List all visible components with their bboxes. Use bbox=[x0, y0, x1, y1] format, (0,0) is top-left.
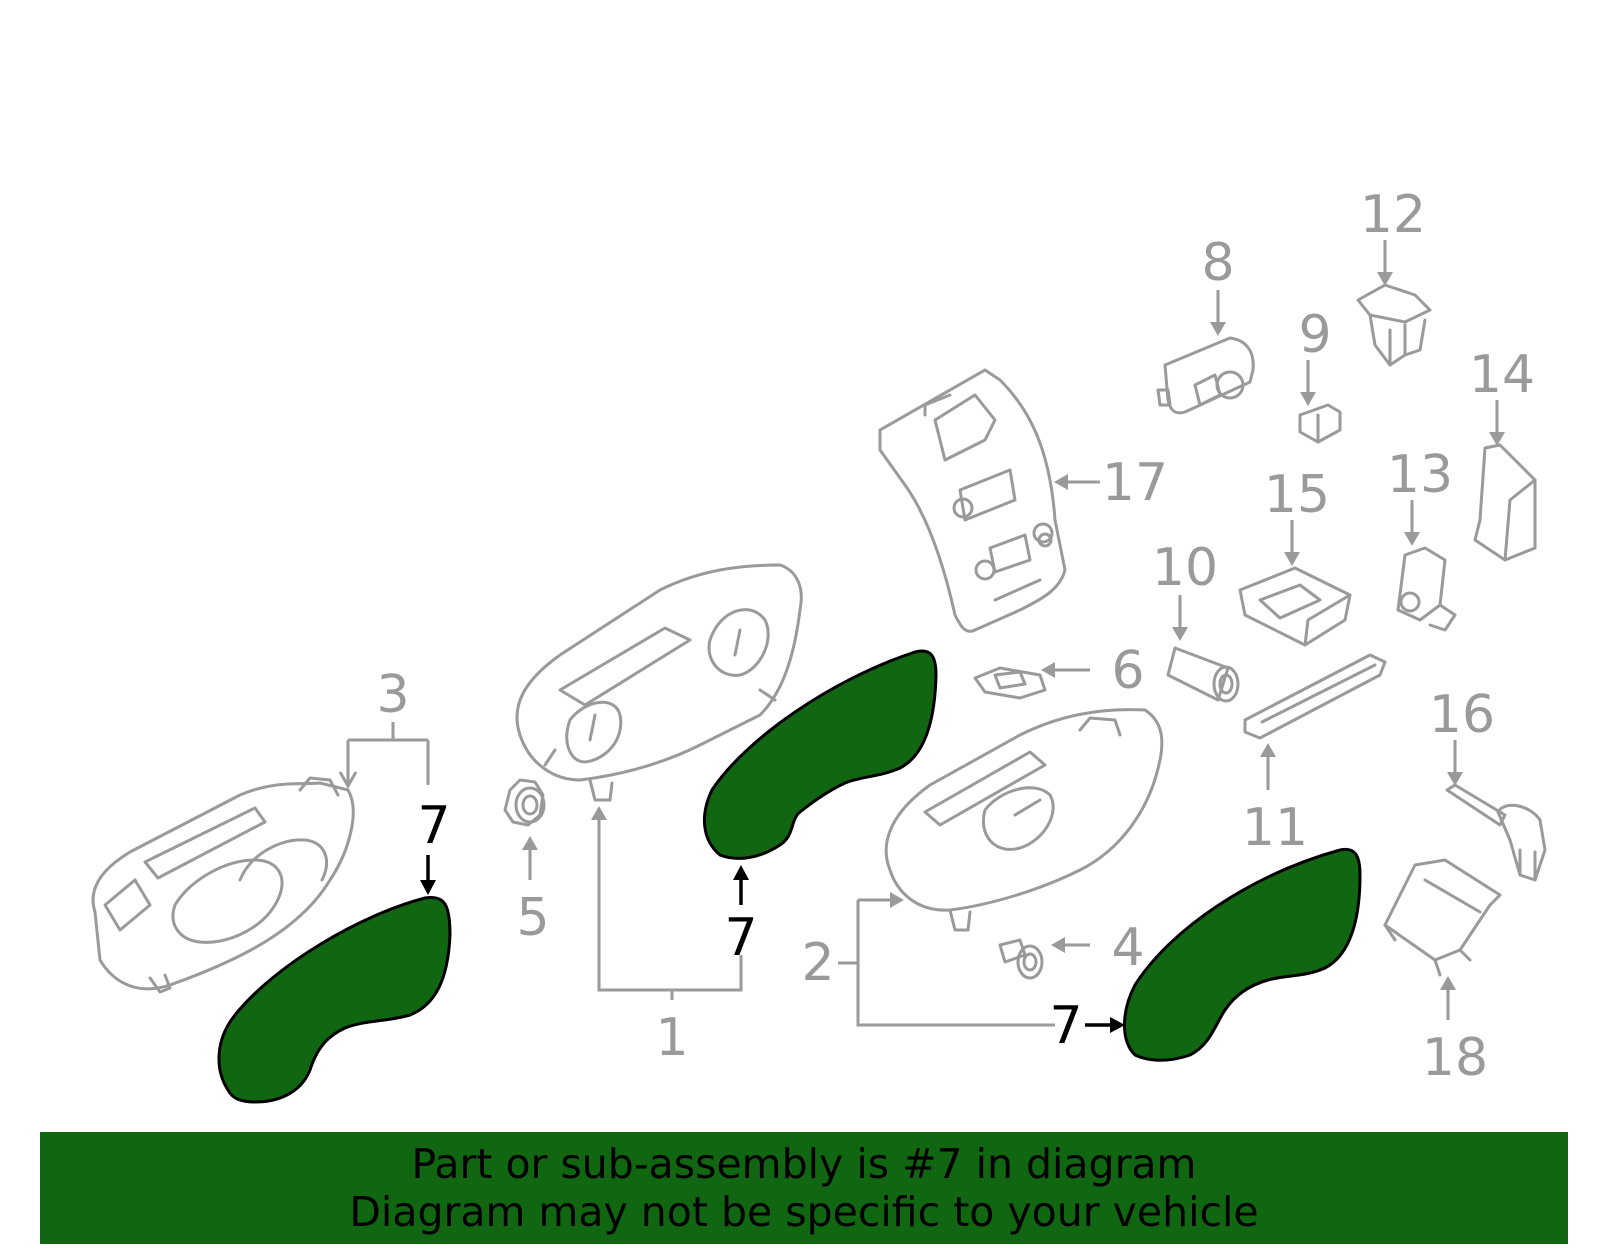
part-14-bracket bbox=[1473, 443, 1537, 562]
callout-3: 3 bbox=[376, 665, 409, 725]
part-10-power-socket bbox=[1166, 646, 1240, 703]
callout-1: 1 bbox=[655, 1008, 688, 1068]
instrument-cluster-2 bbox=[884, 708, 1164, 932]
callout-7-left: 7 bbox=[417, 796, 450, 856]
part-13-switch bbox=[1396, 546, 1457, 632]
callout-5: 5 bbox=[516, 888, 549, 948]
part-4-screw bbox=[998, 938, 1044, 980]
lens-7-right bbox=[1123, 847, 1362, 1062]
callout-12: 12 bbox=[1360, 185, 1426, 245]
callout-17: 17 bbox=[1102, 453, 1168, 513]
part-15-switch-module bbox=[1238, 566, 1352, 647]
part-17-console-bezel bbox=[878, 368, 1067, 633]
info-banner: Part or sub-assembly is #7 in diagram Di… bbox=[40, 1132, 1568, 1244]
part-16-sensor bbox=[1445, 783, 1547, 882]
callout-6: 6 bbox=[1111, 641, 1144, 701]
callout-14: 14 bbox=[1469, 345, 1535, 405]
callout-15: 15 bbox=[1264, 465, 1330, 525]
callout-10: 10 bbox=[1152, 538, 1218, 598]
part-18-bracket bbox=[1383, 858, 1502, 977]
lens-7-middle bbox=[702, 649, 938, 860]
callout-4: 4 bbox=[1111, 918, 1144, 978]
part-5-bushing bbox=[503, 778, 546, 827]
callout-18: 18 bbox=[1422, 1028, 1488, 1088]
callout-7-middle: 7 bbox=[724, 908, 757, 968]
callout-7-right: 7 bbox=[1049, 996, 1082, 1056]
callout-16: 16 bbox=[1429, 685, 1495, 745]
instrument-cluster-1 bbox=[515, 563, 803, 802]
callout-13: 13 bbox=[1387, 445, 1453, 505]
part-12-switch bbox=[1356, 283, 1432, 367]
part-11-trim-strip bbox=[1243, 653, 1387, 740]
banner-line-2: Diagram may not be specific to your vehi… bbox=[349, 1188, 1259, 1236]
lens-7-left bbox=[217, 896, 452, 1104]
callout-8: 8 bbox=[1201, 233, 1234, 293]
instrument-cluster-3 bbox=[91, 776, 355, 994]
part-6-clip bbox=[973, 666, 1047, 700]
parts-diagram: 3 7 5 1 7 17 bbox=[91, 185, 1547, 1104]
callout-9: 9 bbox=[1298, 305, 1331, 365]
part-9-switch bbox=[1298, 403, 1342, 444]
part-8-headlamp-switch bbox=[1156, 336, 1255, 415]
callout-2: 2 bbox=[801, 933, 834, 993]
callout-11: 11 bbox=[1242, 798, 1308, 858]
banner-line-1: Part or sub-assembly is #7 in diagram bbox=[411, 1140, 1197, 1188]
